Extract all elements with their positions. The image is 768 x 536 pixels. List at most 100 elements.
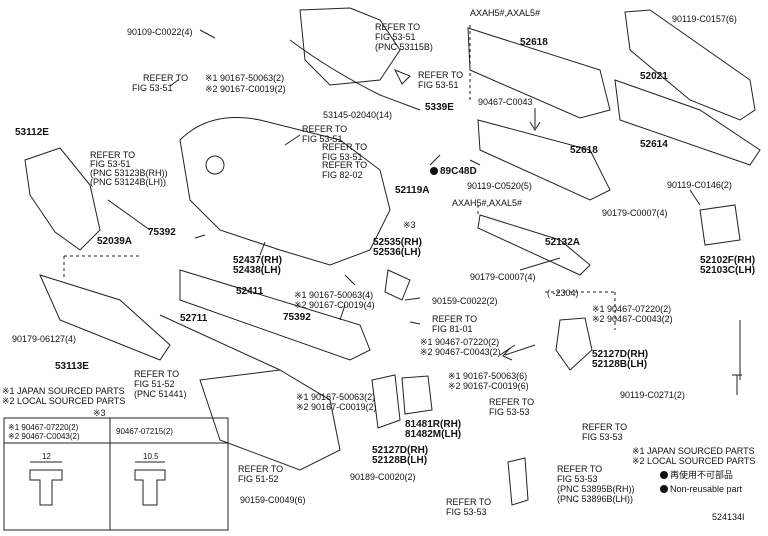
cover-81481R-inner xyxy=(401,375,433,415)
label-fig-82-02: FIG 82-02 xyxy=(322,170,363,180)
label-90159-C0022: 90159-C0022(2) xyxy=(432,296,498,306)
clip-2 xyxy=(134,469,166,506)
label-note-3: ※3 xyxy=(403,220,416,230)
label-figure-code: 524134I xyxy=(712,512,745,522)
label-refer-to-3: REFER TO xyxy=(418,70,464,80)
label-90119-C0520: 90119-C0520(5) xyxy=(467,181,532,191)
label-90167-C0019-3: ※2 90167-C0019(6) xyxy=(448,381,529,391)
label-90179-C0007: 90179-C0007(4) xyxy=(602,208,668,218)
label-fig-53-51-6: FIG 53-51 xyxy=(90,159,131,169)
label-fig-51-52-2: FIG 51-52 xyxy=(238,474,279,484)
label-52119A: 52119A xyxy=(395,185,430,196)
label-refer-to-13: REFER TO xyxy=(557,464,603,474)
label-90167-50063-2: ※1 90167-50063(4) xyxy=(294,290,374,300)
label-53112E: 53112E xyxy=(15,127,49,138)
label-90159-C0049: 90159-C0049(6) xyxy=(240,495,306,505)
lamp-cover-81481R xyxy=(371,374,401,429)
spoiler-52039A xyxy=(39,274,171,361)
label-refer-to-11: REFER TO xyxy=(582,422,628,432)
strip-52711 xyxy=(159,314,281,371)
top-retainer xyxy=(393,69,411,85)
label-non-reusable-jp: 再使用不可部品 xyxy=(660,470,733,480)
label-52127D-2: 52127D(RH) xyxy=(372,445,429,456)
label-90467-C0043-2: ※2 90467-C0043(2) xyxy=(592,314,673,324)
label-fig-53-53-2: FIG 53-53 xyxy=(582,432,623,442)
label-refer-to-10: REFER TO xyxy=(489,397,535,407)
label-90119-C0271: 90119-C0271(2) xyxy=(620,390,685,400)
label-90189-C0020: 90189-C0020(2) xyxy=(350,472,416,482)
label-dim-10-5: 10.5 xyxy=(143,452,159,461)
absorber-52614 xyxy=(614,79,761,166)
reinforcement-52132A xyxy=(477,214,591,276)
label-90467-C0043-3: ※2 90467-C0043(2) xyxy=(420,347,501,357)
arrow-down xyxy=(529,108,541,131)
label-52039A: 52039A xyxy=(97,236,133,247)
non-reusable-dot-2 xyxy=(660,471,668,479)
label-90167-50063: ※1 90167-50063(2) xyxy=(205,73,285,83)
label-refer-to-9: REFER TO xyxy=(134,369,180,379)
label-53113E: 53113E xyxy=(55,361,89,372)
label-inset-90467-07220: ※1 90467-07220(2) xyxy=(8,423,79,432)
label-refer-to-8: REFER TO xyxy=(432,314,478,324)
label-90119-C0157: 90119-C0157(6) xyxy=(672,14,737,24)
label-52021: 52021 xyxy=(640,71,668,82)
label-refer-to: REFER TO xyxy=(375,22,421,32)
label-90179-C0007-2: 90179-C0007(4) xyxy=(470,272,536,282)
label-fig-81-01: FIG 81-01 xyxy=(432,324,473,334)
bracket-52535 xyxy=(384,269,411,301)
label-90167-C0019: ※2 90167-C0019(2) xyxy=(205,84,286,94)
under-cover xyxy=(199,369,341,471)
label-52614: 52614 xyxy=(640,139,668,150)
label-fig-53-51-5: FIG 53-51 xyxy=(322,152,363,162)
label-fig-53-51-3: FIG 53-51 xyxy=(418,80,459,90)
label-fig-53-51-2: FIG 53-51 xyxy=(132,83,173,93)
molding-strip xyxy=(289,39,421,111)
clip-1 xyxy=(29,469,63,506)
label-52103C: 52103C(LH) xyxy=(700,265,756,276)
label-90179-06127: 90179-06127(4) xyxy=(12,334,77,344)
label-fig-53-53-4: FIG 53-53 xyxy=(446,507,487,517)
label-range-2304: ( -2304) xyxy=(547,288,579,298)
dashed-frame xyxy=(63,25,616,330)
grille-bar xyxy=(107,199,151,231)
label-81481R: 81481R(RH) xyxy=(405,419,462,430)
label-inset-90467-07215: 90467-07215(2) xyxy=(116,427,173,436)
label-fig-51-52: FIG 51-52 xyxy=(134,379,175,389)
label-52127D: 52127D(RH) xyxy=(592,349,649,360)
bumper-cover xyxy=(179,117,391,266)
label-pnc-53895B: (PNC 53895B(RH)) xyxy=(557,484,635,494)
label-75392-2: 75392 xyxy=(283,312,311,323)
label-refer-to-4: REFER TO xyxy=(302,124,348,134)
label-52535: 52535(RH) xyxy=(373,237,422,248)
label-52132A: 52132A xyxy=(545,237,581,248)
label-90167-C0019-4: ※2 90167-C0019(2) xyxy=(296,402,377,412)
label-pnc-53123B: (PNC 53123B(RH)) xyxy=(90,168,168,178)
reinforcement-52021 xyxy=(624,9,756,121)
label-52102F: 52102F(RH) xyxy=(700,255,756,266)
label-axah5: AXAH5#,AXAL5# xyxy=(470,8,541,18)
label-refer-to-14: REFER TO xyxy=(446,497,492,507)
bracket-52102F xyxy=(699,204,741,246)
label-local-sourced: ※2 LOCAL SOURCED PARTS xyxy=(2,396,126,406)
label-fig-53-53-3: FIG 53-53 xyxy=(557,474,598,484)
label-pnc-53124B: (PNC 53124B(LH)) xyxy=(90,177,167,187)
label-81482M: 81482M(LH) xyxy=(405,429,462,440)
label-90109-C0022: 90109-C0022(4) xyxy=(127,27,193,37)
lower-bar-52411 xyxy=(179,269,371,361)
label-90467-C0043: 90467-C0043 xyxy=(478,97,533,107)
label-89C48D: 89C48D xyxy=(430,167,477,177)
absorber-52618-lower xyxy=(477,119,611,201)
label-pnc-51441: (PNC 51441) xyxy=(134,389,187,399)
label-japan-sourced: ※1 JAPAN SOURCED PARTS xyxy=(2,386,125,396)
label-japan-sourced-2: ※1 JAPAN SOURCED PARTS xyxy=(632,446,755,456)
label-90167-C0019-2: ※2 90167-C0019(4) xyxy=(294,300,375,310)
upper-grille xyxy=(299,7,401,86)
label-fig-53-53: FIG 53-53 xyxy=(489,407,530,417)
label-refer-to-5: REFER TO xyxy=(322,142,368,152)
label-note-3-2: ※3 xyxy=(93,408,106,418)
label-52536: 52536(LH) xyxy=(373,247,421,258)
label-52618-2: 52618 xyxy=(570,145,598,156)
label-non-reusable-en: Non-reusable part xyxy=(660,484,742,494)
label-refer-to-12: REFER TO xyxy=(238,464,284,474)
label-5339E: 5339E xyxy=(425,102,454,113)
